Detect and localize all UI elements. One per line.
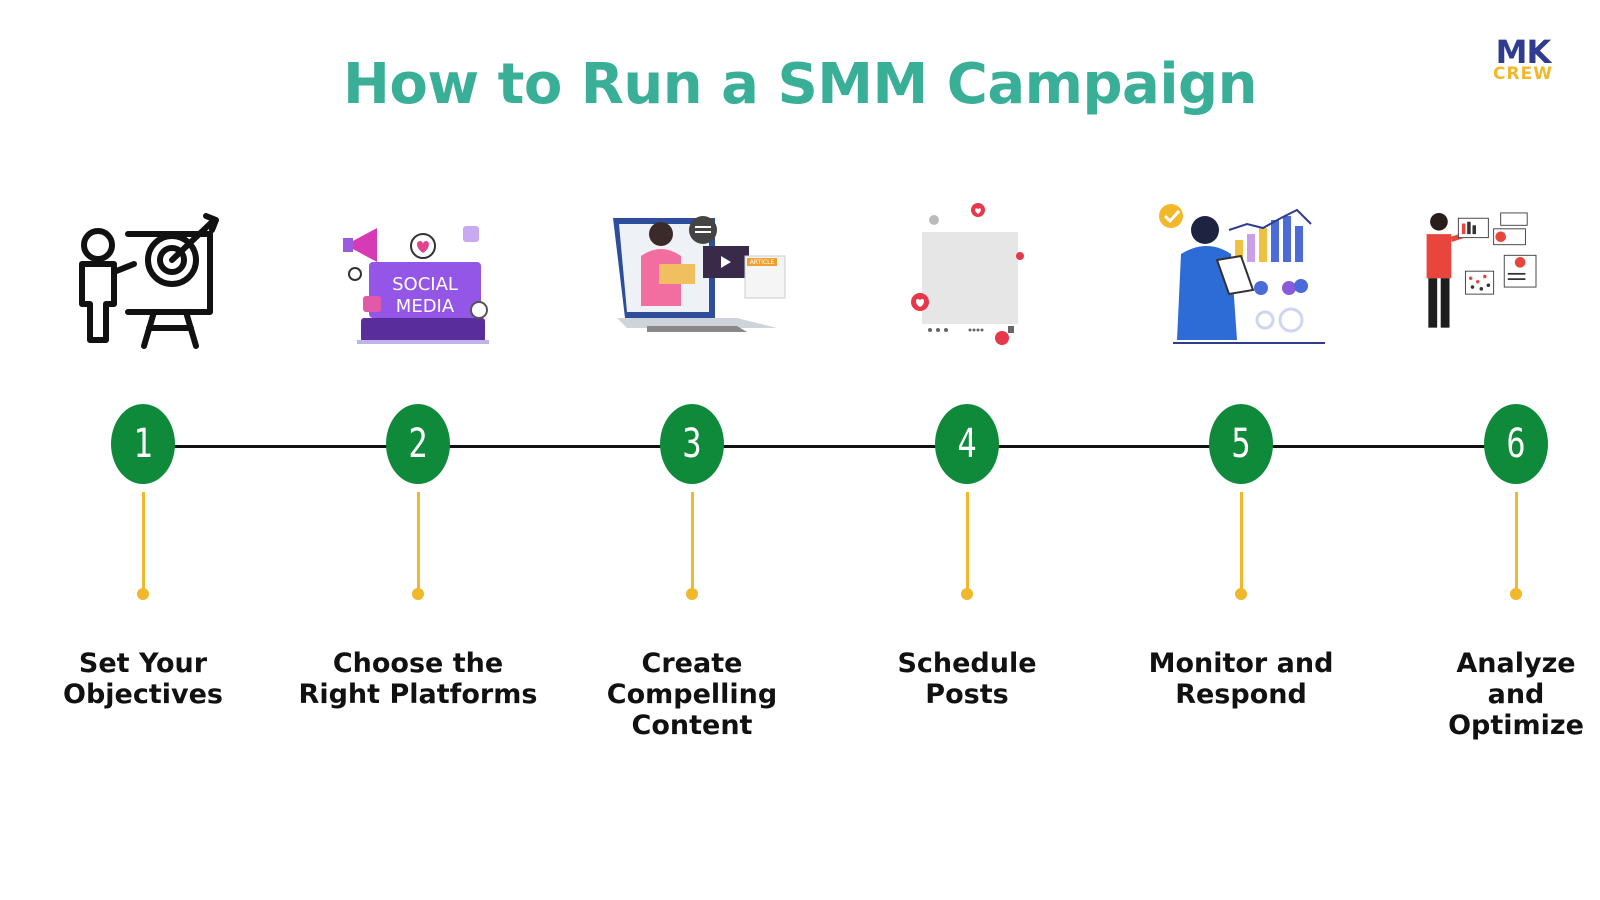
brand-logo: MK CREW [1488,36,1558,83]
step-dot [1235,588,1247,600]
step-label: Create Compelling Content [606,648,778,741]
step-badge: 2 [386,404,450,484]
logo-mk: MK [1495,33,1552,71]
step-label: Choose the Right Platforms [298,648,538,710]
step-dot [1510,588,1522,600]
presentation-target-icon [79,213,219,349]
logo-crew: CREW [1493,64,1553,84]
step-connector [965,492,969,592]
social-media-icon: SOCIAL MEDIA [343,226,489,344]
step-connector [1239,492,1243,592]
timeline-line [143,445,1523,448]
analytics-monitor-icon [1159,204,1325,344]
step-badge: 4 [935,404,999,484]
step-connector [141,492,145,592]
social-text-2: MEDIA [396,296,455,317]
step-badge: 6 [1484,404,1548,484]
step-dot [412,588,424,600]
step-dot [961,588,973,600]
step-connector [690,492,694,592]
step-badge: 1 [111,404,175,484]
page-title: How to Run a SMM Campaign [343,52,1258,117]
social-text-1: SOCIAL [392,274,458,295]
social-post-icon [911,203,1024,345]
step-connector [416,492,420,592]
step-label: Set Your Objectives [63,648,223,710]
step-dot [137,588,149,600]
article-text: ARTICLE [750,259,775,266]
step-dot [686,588,698,600]
step-badge: 5 [1209,404,1273,484]
step-label: Analyze and Optimize [1448,648,1584,741]
content-creation-icon: ARTICLE [613,216,786,332]
step-label: Monitor and Respond [1148,648,1334,710]
step-badge: 3 [660,404,724,484]
data-analysis-icon [1426,212,1537,328]
step-label: Schedule Posts [897,648,1037,710]
step-connector [1514,492,1518,592]
